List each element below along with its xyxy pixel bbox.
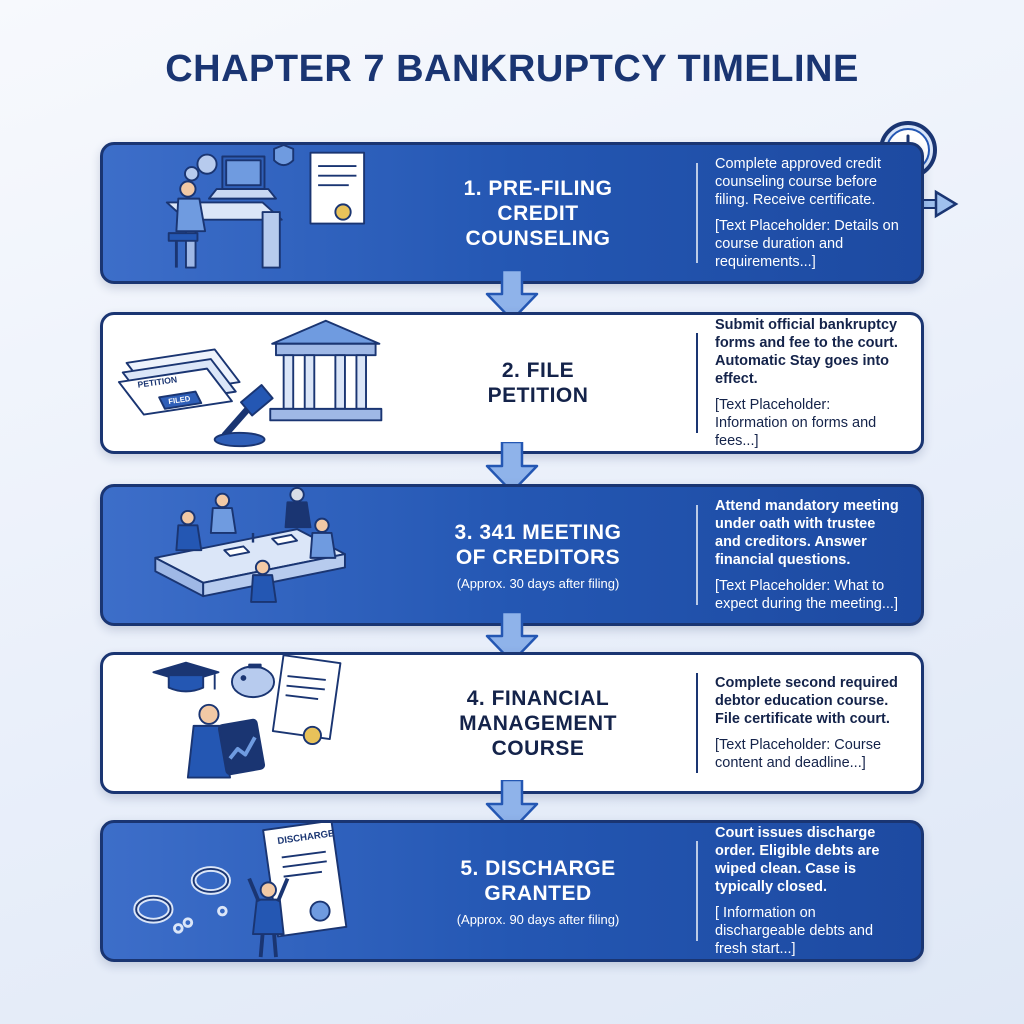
step-1-divider [696,163,698,263]
step-1-heading-block: 1. PRE-FILING CREDIT COUNSELING [393,145,683,281]
courthouse-gavel-icon: PETITION FILED [117,319,383,448]
step-4-placeholder: [Text Placeholder: Course content and de… [715,737,882,771]
step-5-description: Court issues discharge order. Eligible d… [715,825,880,895]
step-1-pre-filing: 1. PRE-FILING CREDIT COUNSELING Complete… [100,142,924,284]
step-3-description: Attend mandatory meeting under oath with… [715,498,899,568]
step-3-341-meeting: 3. 341 MEETING OF CREDITORS (Approx. 30 … [100,484,924,626]
step-4-description-block: Complete second required debtor educatio… [715,655,901,791]
broken-shackles-icon: DISCHARGE [133,823,348,958]
down-arrow-icon [485,780,539,832]
step-3-heading: 3. 341 MEETING OF CREDITORS [454,520,622,569]
step-1-placeholder: [Text Placeholder: Details on course dur… [715,218,899,270]
step-2-divider [696,333,698,433]
step-3-description-block: Attend mandatory meeting under oath with… [715,487,901,623]
meeting-table-icon [154,487,346,603]
step-4-heading-block: 4. FINANCIAL MANAGEMENT COURSE [393,655,683,791]
step-1-description-block: Complete approved credit counseling cour… [715,145,901,281]
step-5-description-block: Court issues discharge order. Eligible d… [715,823,901,959]
step-3-heading-block: 3. 341 MEETING OF CREDITORS (Approx. 30 … [393,487,683,623]
down-arrow-icon [485,270,539,322]
step-3-divider [696,505,698,605]
step-4-heading: 4. FINANCIAL MANAGEMENT COURSE [459,686,617,760]
step-3-timing-note: (Approx. 30 days after filing) [456,575,620,591]
step-2-heading-block: 2. FILE PETITION [393,315,683,451]
down-arrow-icon [485,442,539,494]
step-1-heading: 1. PRE-FILING CREDIT COUNSELING [463,176,613,250]
page-title: CHAPTER 7 BANKRUPTCY TIMELINE [165,48,859,90]
step-5-placeholder: [ Information on dischargeable debts and… [715,905,874,957]
down-arrow-icon [485,612,539,664]
step-4-divider [696,673,698,773]
step-2-placeholder: [Text Placeholder: Information on forms … [715,397,877,449]
step-3-placeholder: [Text Placeholder: What to expect during… [715,578,898,612]
step-5-divider [696,841,698,941]
step-5-timing-note: (Approx. 90 days after filing) [456,911,620,927]
step-5-heading-block: 5. DISCHARGE GRANTED (Approx. 90 days af… [393,823,683,959]
step-5-heading: 5. DISCHARGE GRANTED [460,856,616,905]
step-2-heading: 2. FILE PETITION [487,359,589,407]
filed-stamp-label: FILED [168,394,192,406]
step-5-discharge: DISCHARGE 5. DISCHARGE GRANTED (Approx. … [100,820,924,962]
graduation-tablet-icon [152,655,342,779]
step-1-description: Complete approved credit counseling cour… [715,156,882,208]
step-4-financial-course: 4. FINANCIAL MANAGEMENT COURSE Complete … [100,652,924,794]
step-2-description: Submit official bankruptcy forms and fee… [715,317,898,387]
step-2-file-petition: PETITION FILED 2. FILE PETITION Submit o… [100,312,924,454]
step-4-description: Complete second required debtor educatio… [715,675,898,727]
person-at-laptop-icon [165,145,366,269]
step-2-description-block: Submit official bankruptcy forms and fee… [715,315,901,451]
